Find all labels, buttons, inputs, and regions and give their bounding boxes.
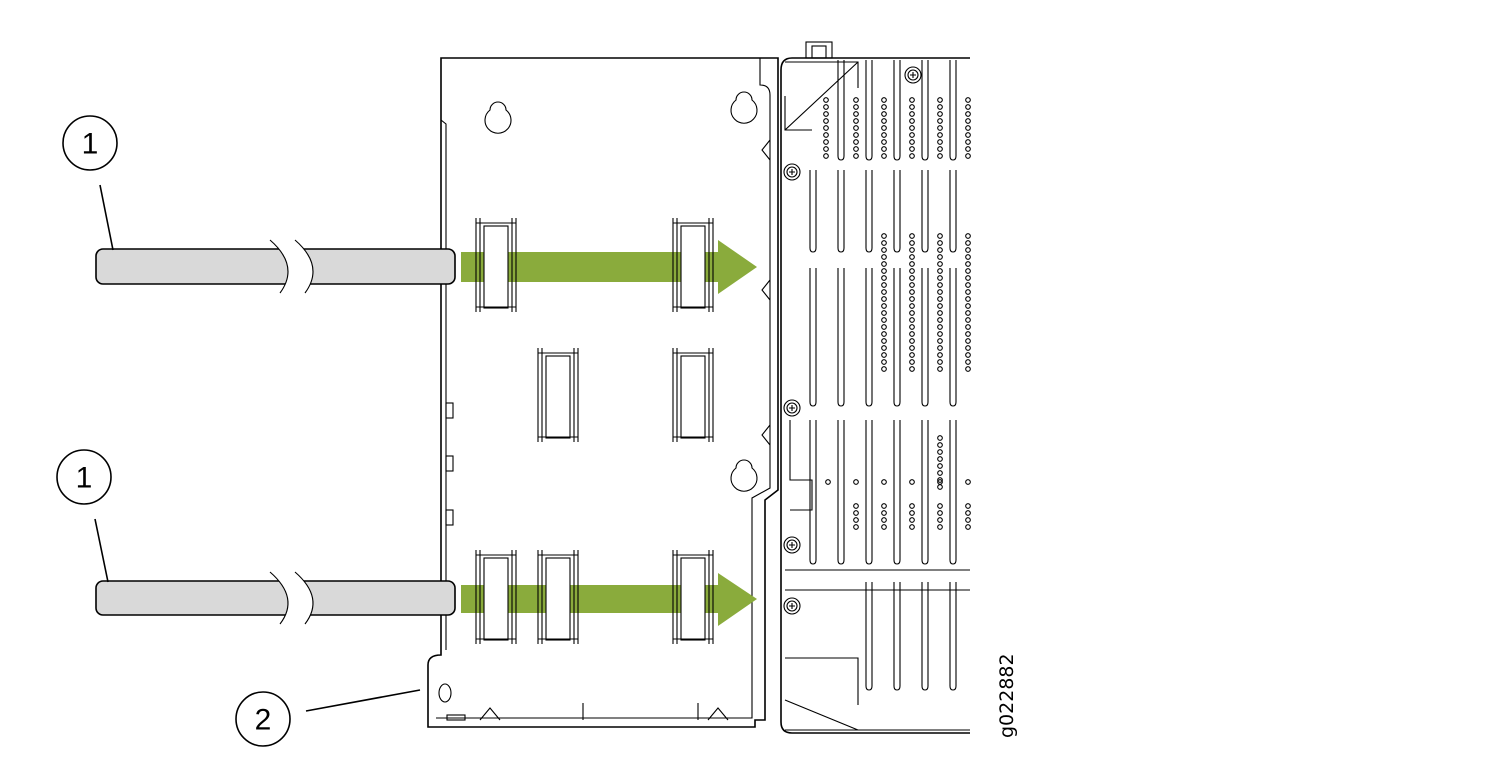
mounting-panel — [427, 57, 779, 728]
callout-label: 2 — [255, 704, 272, 737]
screw-icon — [904, 66, 922, 84]
screw-icon — [783, 399, 801, 417]
screw-icon — [783, 597, 801, 615]
cable-clip — [475, 218, 517, 312]
callout-label: 1 — [76, 462, 93, 495]
cable-clip — [672, 348, 714, 442]
cable-clip — [537, 348, 579, 442]
figure-id: g022882 — [996, 653, 1018, 738]
screw-icon — [783, 163, 801, 181]
callout-2: 2 — [235, 689, 421, 747]
cable-clip — [537, 550, 579, 644]
callout-label: 1 — [82, 128, 99, 161]
cable-clip — [672, 218, 714, 312]
cable-bottom — [95, 571, 456, 625]
chassis — [780, 41, 971, 734]
callout-1-bottom: 1 — [56, 449, 112, 583]
cable-top — [95, 239, 456, 294]
screw-icon — [783, 536, 801, 554]
cable-clip — [672, 550, 714, 644]
callout-1-top: 1 — [62, 115, 118, 251]
cable-clip — [475, 550, 517, 644]
